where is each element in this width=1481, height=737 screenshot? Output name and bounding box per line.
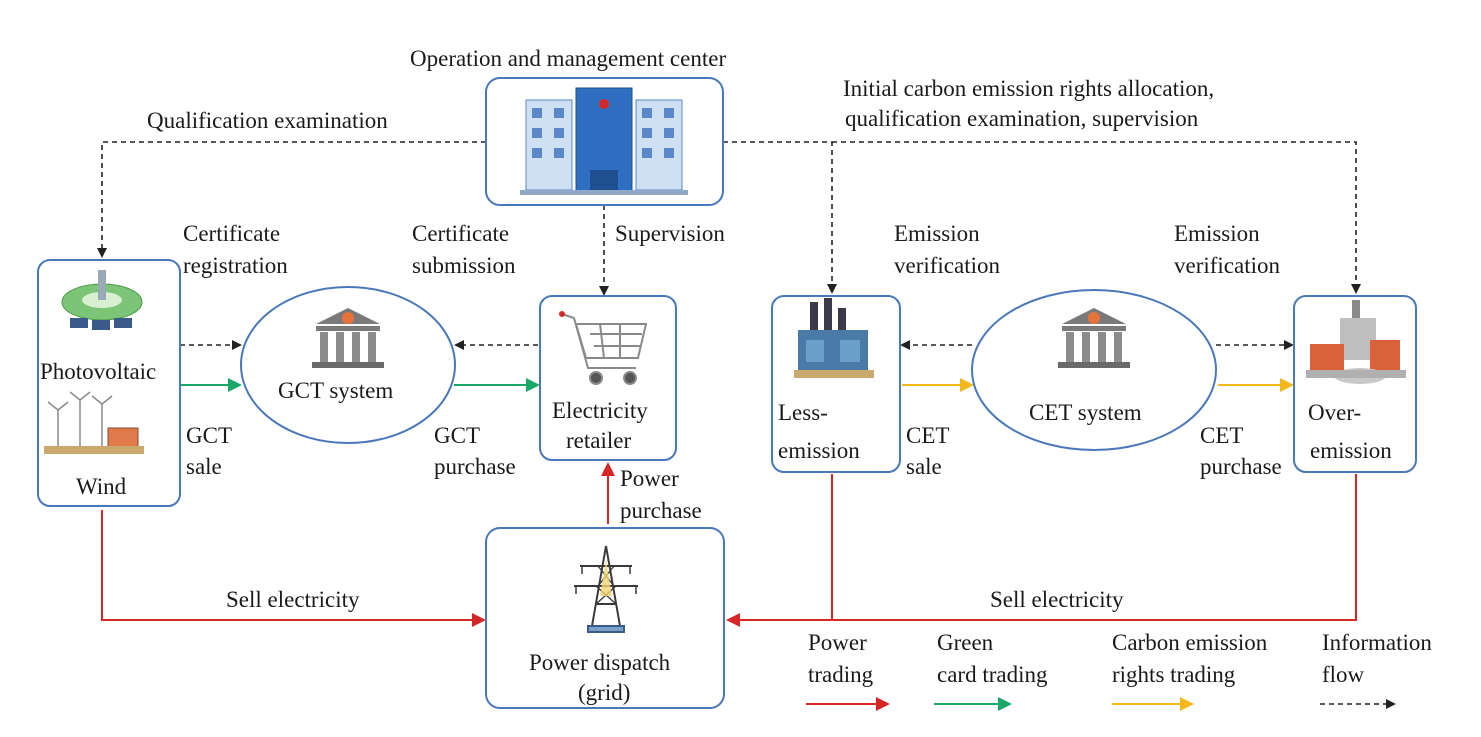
generation-node: Photovoltaic Wind xyxy=(37,259,181,507)
retailer-label-line1: Electricity xyxy=(552,398,648,423)
over-emission-label-line1: Over- xyxy=(1308,400,1361,425)
initial-allocation-label-line1: Initial carbon emission rights allocatio… xyxy=(843,76,1214,101)
supervision-label: Supervision xyxy=(615,221,725,246)
gct-purchase-line1: GCT xyxy=(434,423,480,448)
gct-purchase-line2: purchase xyxy=(434,454,516,479)
sell-electricity-left: Sell electricity xyxy=(226,587,360,612)
legend-info-line2: flow xyxy=(1322,662,1365,687)
dispatch-label-line2: (grid) xyxy=(578,680,630,705)
power-purchase-line1: Power xyxy=(620,466,679,491)
cet-purchase-line1: CET xyxy=(1200,423,1243,448)
cert-submission-line1: Certificate xyxy=(412,221,509,246)
center-label: Operation and management center xyxy=(410,46,726,71)
cet-system-node: CET system xyxy=(971,289,1217,451)
emission-verification-right-line1: Emission xyxy=(1174,221,1260,246)
gct-sale-line2: sale xyxy=(186,454,222,479)
sell-electricity-right: Sell electricity xyxy=(990,587,1124,612)
emission-verification-right-line2: verification xyxy=(1174,253,1281,278)
shopping-cart-icon xyxy=(561,313,648,385)
power-purchase-line2: purchase xyxy=(620,498,702,523)
retailer-label-line2: retailer xyxy=(566,428,631,453)
retailer-node: Electricity retailer xyxy=(539,295,677,461)
legend-info-line1: Information xyxy=(1322,630,1432,655)
info-center-to-over xyxy=(832,141,1361,294)
emission-verification-left-line1: Emission xyxy=(894,221,980,246)
gct-sale-line1: GCT xyxy=(186,423,232,448)
cet-sale-line2: sale xyxy=(906,454,942,479)
less-emission-node: Less- emission xyxy=(771,295,901,473)
less-emission-label-line1: Less- xyxy=(778,400,828,425)
power-over-to-dispatch xyxy=(726,474,1357,627)
cert-submission-line2: submission xyxy=(412,253,516,278)
cet-sale-line1: CET xyxy=(906,423,949,448)
legend-power-line1: Power xyxy=(808,630,867,655)
legend-carbon-line2: rights trading xyxy=(1112,662,1236,687)
legend-green-line1: Green xyxy=(937,630,994,655)
legend: Power trading Green card trading Carbon … xyxy=(806,630,1432,711)
over-emission-node: Over- emission xyxy=(1293,295,1417,473)
bank-icon xyxy=(1058,308,1130,368)
over-emission-label-line2: emission xyxy=(1310,438,1392,463)
wind-label: Wind xyxy=(76,474,127,499)
legend-information-flow: Information flow xyxy=(1320,630,1432,709)
legend-power-line2: trading xyxy=(808,662,874,687)
gct-system-label: GCT system xyxy=(278,378,393,403)
power-dispatch-node: Power dispatch (grid) xyxy=(485,527,725,709)
legend-carbon-trading: Carbon emission rights trading xyxy=(1112,630,1268,711)
information-flow-lines xyxy=(97,141,1361,350)
legend-green-card-trading: Green card trading xyxy=(934,630,1048,711)
info-center-to-pv xyxy=(97,141,486,258)
photovoltaic-label: Photovoltaic xyxy=(40,359,156,384)
solar-panel-icon xyxy=(61,270,143,330)
bank-icon xyxy=(312,308,384,368)
qualification-label: Qualification examination xyxy=(147,108,388,133)
office-building-icon xyxy=(520,87,688,195)
cet-purchase-line2: purchase xyxy=(1200,454,1282,479)
power-pv-to-dispatch xyxy=(101,510,486,627)
cet-system-label: CET system xyxy=(1029,400,1142,425)
less-emission-label-line2: emission xyxy=(778,438,860,463)
initial-allocation-label-line2: qualification examination, supervision xyxy=(845,106,1199,131)
cert-registration-line1: Certificate xyxy=(183,221,280,246)
legend-carbon-line1: Carbon emission xyxy=(1112,630,1268,655)
operation-center-node: Operation and management center xyxy=(410,46,726,206)
factory-icon xyxy=(794,298,874,378)
legend-green-line2: card trading xyxy=(937,662,1048,687)
wind-turbine-icon xyxy=(44,391,144,454)
legend-power-trading: Power trading xyxy=(806,630,890,711)
factory-icon xyxy=(1306,300,1406,384)
dispatch-label-line1: Power dispatch xyxy=(529,650,671,675)
cert-registration-line2: registration xyxy=(183,253,288,278)
emission-verification-left-line2: verification xyxy=(894,253,1001,278)
gct-system-node: GCT system xyxy=(240,286,456,444)
info-center-to-less xyxy=(723,141,837,294)
